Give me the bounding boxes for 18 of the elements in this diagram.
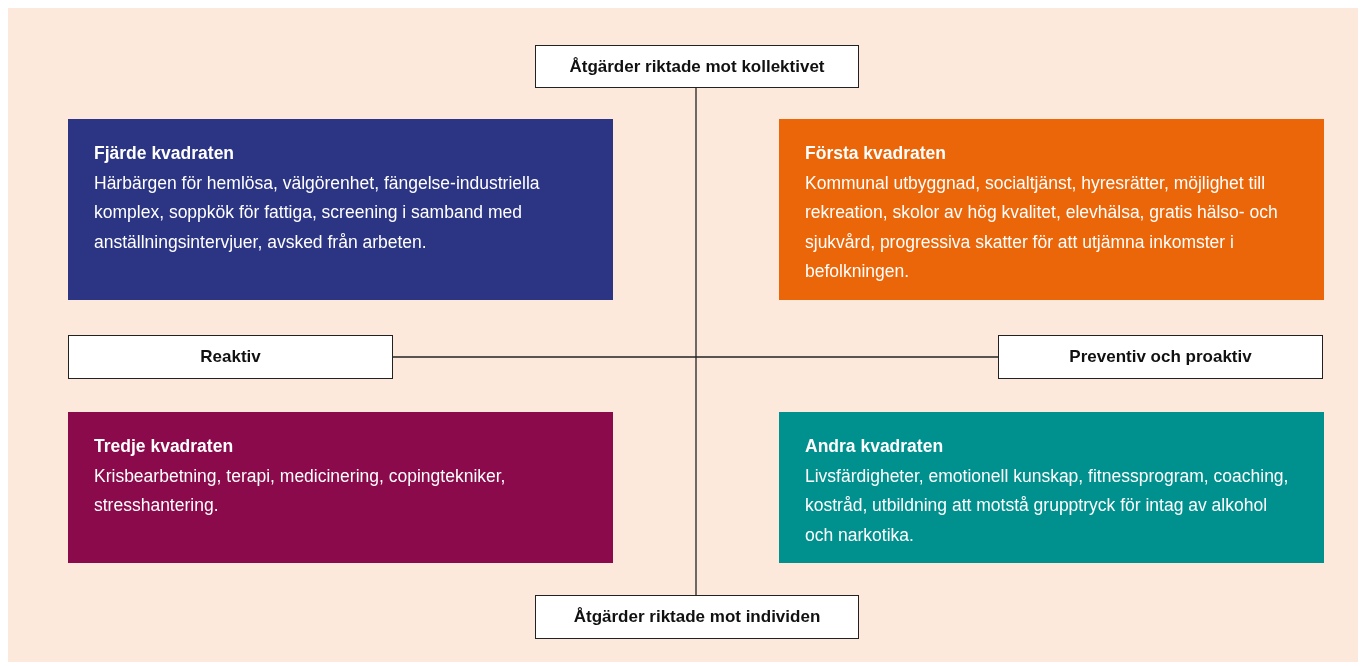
quadrant-card — [779, 119, 1324, 300]
axis-label-box: Åtgärder riktade mot individen — [535, 595, 859, 639]
quadrant-heading: Fjärde kvadraten — [94, 142, 236, 165]
quadrant-description: Krisbearbetning, terapi, medicinering, copingtekniker, stresshantering. — [94, 464, 507, 517]
axis-line — [392, 356, 999, 358]
quadrant-description: Härbärgen för hemlösa, välgörenhet, fängelse-industriella komplex, soppkök för fattiga, screening i samband med anställningsintervjuer, avsked från arbeten. — [94, 171, 541, 254]
axis-label-box: Preventiv och proaktiv — [998, 335, 1323, 379]
axis-label-box: Åtgärder riktade mot kollektivet — [535, 45, 859, 88]
quadrant-description: Kommunal utbyggnad, socialtjänst, hyresrätter, möjlighet till rekreation, skolor av hög kvalitet, elevhälsa, gratis hälso- och sjukvård, progressiva skatter för att utjämna inkomster i befolkningen. — [805, 171, 1279, 283]
quadrant-heading: Första kvadraten — [805, 142, 948, 165]
quadrant-heading: Tredje kvadraten — [94, 435, 235, 458]
quadrant-card — [779, 412, 1324, 563]
axis-line — [695, 87, 697, 596]
quadrant-heading: Andra kvadraten — [805, 435, 945, 458]
quadrant-description: Livsfärdigheter, emotionell kunskap, fitnessprogram, coaching, kostråd, utbildning att motstå grupptryck för intag av alkohol och narkotika. — [805, 464, 1290, 547]
quadrant-card — [68, 412, 613, 563]
axis-label-box: Reaktiv — [68, 335, 393, 379]
quadrant-card — [68, 119, 613, 300]
